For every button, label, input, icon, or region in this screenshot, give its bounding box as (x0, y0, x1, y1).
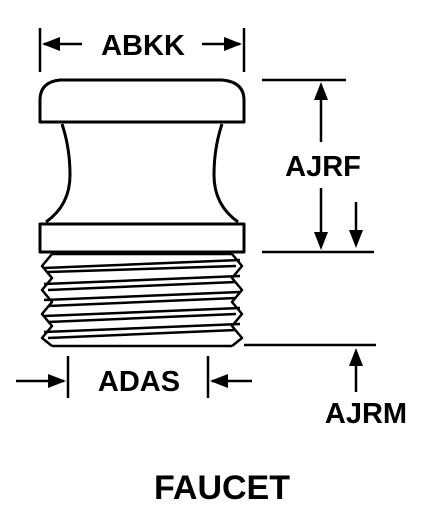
dim-ajrf (262, 78, 374, 254)
diagram-title: FAUCET (154, 469, 290, 507)
faucet-thread (40, 252, 244, 348)
label-ajrm: AJRM (325, 398, 407, 430)
dim-ajrm (244, 343, 376, 392)
label-adas: ADAS (98, 366, 180, 398)
label-abkk: ABKK (101, 30, 185, 62)
dim-adas (16, 356, 252, 398)
label-ajrf: AJRF (285, 151, 361, 183)
faucet-cap (38, 78, 246, 124)
faucet-part (38, 78, 246, 348)
faucet-stem (45, 123, 239, 224)
faucet-collar (38, 222, 246, 254)
dim-abkk (38, 28, 246, 72)
